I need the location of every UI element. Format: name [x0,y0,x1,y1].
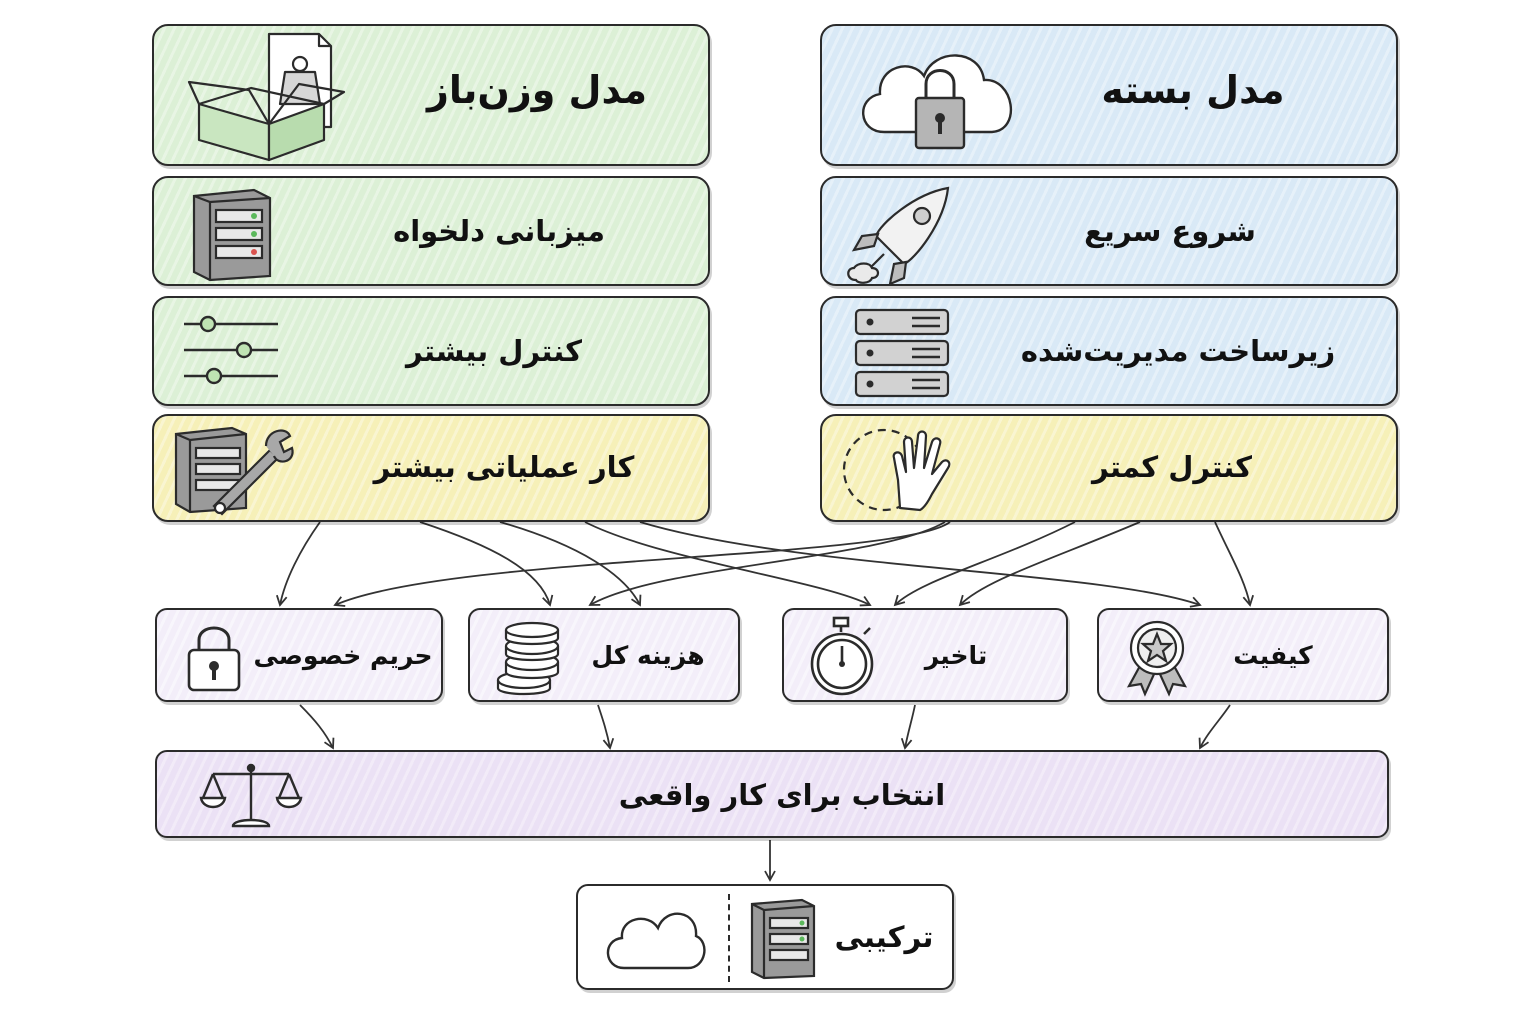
arrow-closed-to-latency [893,521,1076,607]
criterion-privacy-label: حریم خصوصی [253,641,433,670]
stopwatch-icon [810,616,874,696]
criterion-privacy: حریم خصوصی [155,608,443,702]
rocket-icon [847,186,950,286]
criterion-quality: کیفیت [1097,608,1389,702]
open-feature-ops: کار عملیاتی بیشتر [152,414,710,522]
open-feature-control: کنترل بیشتر [152,296,710,406]
hand-icon [842,428,951,512]
open-feature-ops-label: کار عملیاتی بیشتر [373,450,635,484]
arrow-closed-to-latency-2 [958,521,1141,607]
server-wrench-icon [174,426,294,516]
criterion-quality-label: کیفیت [1233,641,1313,670]
arrow-open-to-privacy [276,521,321,607]
arrow-privacy-to-decision [299,704,335,750]
criterion-cost: هزینه کل [468,608,740,702]
closed-feature-less-control-label: کنترل کمتر [1091,450,1253,484]
closed-model-header: مدل بسته [820,24,1398,166]
arrow-closed-to-cost [588,521,946,606]
balance-scale-icon [199,763,303,828]
arrow-open-to-latency [584,521,872,607]
decision-label: انتخاب برای کار واقعی [618,778,946,812]
criterion-latency: تاخیر [782,608,1068,702]
open-box-weight-icon [187,32,346,162]
arrow-cost-to-decision [597,704,615,750]
open-model-header: مدل وزن‌باز [152,24,710,166]
cloud-icon [606,912,706,970]
open-feature-control-label: کنترل بیشتر [406,334,582,368]
open-model-title: مدل وزن‌باز [426,68,648,112]
arrow-latency-to-decision [900,704,916,750]
arrow-open-to-quality [639,521,1202,608]
closed-model-title: مدل بسته [1101,68,1285,112]
closed-feature-infra-label: زیرساخت مدیریت‌شده [1020,334,1336,368]
criterion-latency-label: تاخیر [924,641,988,670]
server-tower-icon [750,898,816,980]
padlock-icon [187,626,241,692]
arrow-closed-to-privacy [333,521,951,607]
server-tower-icon [192,188,272,282]
server-rack-icon [854,308,950,398]
decision-box: انتخاب برای کار واقعی [155,750,1389,838]
open-feature-hosting-label: میزبانی دلخواه [393,214,605,248]
hybrid-divider [728,894,730,982]
criterion-cost-label: هزینه کل [591,641,705,670]
arrow-quality-to-decision [1198,704,1231,750]
arrow-open-to-cost [419,521,554,607]
hybrid-result-box: ترکیبی [576,884,954,990]
cloud-lock-icon [862,54,1013,150]
sliders-icon [184,315,278,385]
award-badge-icon [1126,620,1188,697]
closed-feature-infra: زیرساخت مدیریت‌شده [820,296,1398,406]
arrow-closed-to-quality [1214,521,1254,607]
arrow-open-to-cost-2 [499,521,642,607]
closed-feature-fast-label: شروع سریع [1084,214,1256,248]
coin-stack-icon [496,621,560,696]
open-feature-hosting: میزبانی دلخواه [152,176,710,286]
closed-feature-less-control: کنترل کمتر [820,414,1398,522]
hybrid-label: ترکیبی [834,920,934,954]
closed-feature-fast: شروع سریع [820,176,1398,286]
